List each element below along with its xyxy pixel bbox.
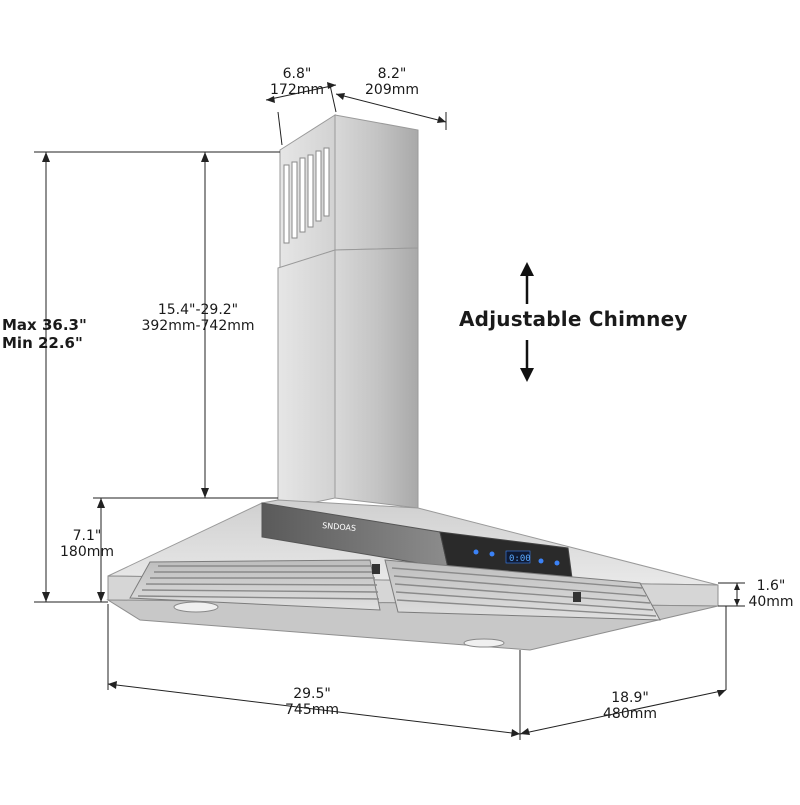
depth-label: 18.9" 480mm bbox=[603, 690, 657, 722]
width-mm: 745mm bbox=[285, 702, 339, 718]
hood-height-label: 7.1" 180mm bbox=[60, 528, 114, 560]
control-display-readout: 0:00 bbox=[509, 554, 531, 564]
light-right-icon bbox=[463, 638, 505, 648]
total-height-max: Max 36.3" bbox=[2, 316, 87, 334]
edge-height-in: 1.6" bbox=[756, 578, 786, 594]
vent-slots bbox=[283, 147, 330, 244]
edge-height-mm: 40mm bbox=[748, 594, 794, 610]
control-button-icon bbox=[489, 551, 495, 557]
dimension-arrowheads bbox=[42, 82, 740, 737]
chimney-range-mm: 392mm-742mm bbox=[141, 318, 255, 334]
control-panel: 0:00 bbox=[473, 549, 560, 566]
edge-height-label: 1.6" 40mm bbox=[748, 578, 793, 610]
filter-handle bbox=[372, 564, 380, 574]
chimney-range-label: 15.4"-29.2" 392mm-742mm bbox=[141, 302, 254, 334]
adjustable-arrows-icon bbox=[520, 262, 534, 382]
light-left-icon bbox=[173, 601, 219, 613]
chimney-lower bbox=[277, 247, 419, 511]
chimney-width-mm: 209mm bbox=[365, 82, 419, 98]
baffle-filters bbox=[129, 559, 661, 621]
chimney-width-in: 8.2" bbox=[377, 66, 407, 82]
depth-mm: 480mm bbox=[603, 706, 657, 722]
width-label: 29.5" 745mm bbox=[285, 686, 339, 718]
chimney-depth-label: 6.8" 172mm bbox=[270, 66, 324, 98]
chimney-range-in: 15.4"-29.2" bbox=[157, 302, 239, 318]
control-button-icon bbox=[473, 549, 479, 555]
control-button-icon bbox=[554, 560, 560, 566]
chimney-upper bbox=[279, 114, 419, 269]
hood-height-mm: 180mm bbox=[60, 544, 114, 560]
depth-in: 18.9" bbox=[611, 690, 649, 706]
chimney-width-label: 8.2" 209mm bbox=[365, 66, 419, 98]
chimney-depth-mm: 172mm bbox=[270, 82, 324, 98]
adjustable-chimney-label: Adjustable Chimney bbox=[459, 307, 688, 331]
chimney-depth-in: 6.8" bbox=[282, 66, 312, 82]
width-in: 29.5" bbox=[293, 686, 331, 702]
hood-height-in: 7.1" bbox=[72, 528, 102, 544]
brand-logo: SNDOAS bbox=[322, 521, 357, 533]
total-height-label: Max 36.3" Min 22.6" bbox=[2, 316, 87, 352]
filter-handle bbox=[573, 592, 581, 602]
dimension-lines bbox=[34, 84, 745, 740]
total-height-min: Min 22.6" bbox=[2, 334, 83, 352]
control-button-icon bbox=[538, 558, 544, 564]
